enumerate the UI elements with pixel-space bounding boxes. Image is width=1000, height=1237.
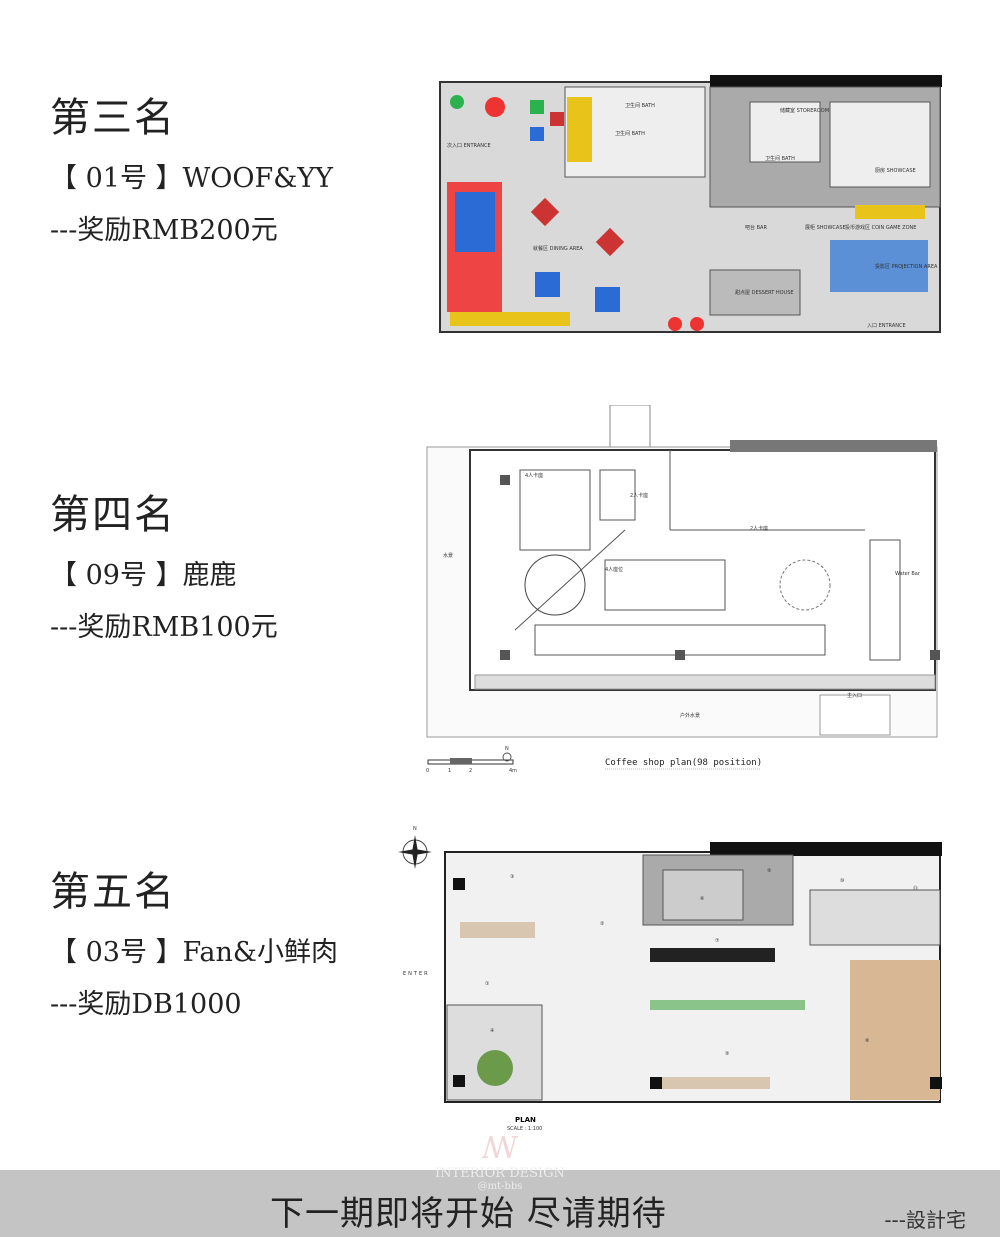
room-label: 主入口: [847, 692, 862, 699]
scale-tick: 2: [469, 768, 472, 774]
entry-id: 【 09号 】鹿鹿: [50, 560, 237, 591]
room-label: 吧台 BAR: [745, 224, 767, 231]
room-label: 卫生间 BATH: [615, 130, 645, 137]
entry-id: 【 01号 】WOOF&YY: [50, 163, 333, 194]
room-label: ⑪: [913, 885, 918, 892]
room-label: ④: [490, 1028, 495, 1034]
room-label: 卫生间 BATH: [765, 155, 795, 162]
svg-text:N: N: [413, 826, 417, 832]
footer-banner: 下一期即将开始 尽请期待 ---設計宅: [0, 1170, 1000, 1237]
room-label: 水景: [443, 552, 453, 559]
plan1-labels: 卫生间 BATH 卫生间 BATH 次入口 ENTRANCE 储藏室 STOREROO…: [447, 102, 938, 329]
room-label: 2人卡座: [750, 525, 768, 532]
rank-title: 第四名: [50, 492, 176, 538]
entry-reward: ---奖励RMB200元: [50, 215, 278, 246]
room-label: 入口 ENTRANCE: [867, 323, 906, 329]
plan-caption: Coffee shop plan(98 position): [605, 758, 762, 768]
watermark: ꟿ INTERIOR DESIGN @mt-bbs: [430, 1131, 570, 1193]
floor-plan-1: 卫生间 BATH 卫生间 BATH 次入口 ENTRANCE 储藏室 STOREROO…: [439, 75, 942, 333]
enter-label: ENTER: [403, 971, 430, 977]
room-label: 投影区 PROJECTION AREA: [875, 263, 938, 270]
north-label: N: [505, 746, 509, 752]
plan-scale: SCALE : 1:100: [507, 1126, 542, 1132]
room-label: 甜点屋 DESSERT HOUSE: [735, 289, 794, 296]
room-label: 户外水景: [680, 712, 700, 719]
plan-title: PLAN: [515, 1116, 536, 1124]
footer-message: 下一期即将开始 尽请期待: [270, 1194, 667, 1234]
room-label: 就餐区 DINING AREA: [533, 245, 583, 252]
room-label: 储藏室 STOREROOM: [780, 107, 829, 114]
room-label: 厨房 SHOWCASE: [875, 167, 916, 174]
room-label: ⑩: [840, 878, 845, 884]
entry-reward: ---奖励RMB100元: [50, 612, 278, 643]
rank-title: 第三名: [50, 95, 176, 141]
tables: [450, 95, 704, 331]
room-label: ⑥: [700, 896, 705, 902]
watermark-subtext: @mt-bbs: [477, 1181, 523, 1192]
entry-reward: ---奖励DB1000: [50, 989, 242, 1020]
footer-signature: ---設計宅: [884, 1208, 966, 1232]
watermark-logo-icon: ꟿ: [481, 1131, 519, 1166]
room-label: 次入口 ENTRANCE: [447, 142, 491, 149]
room-label: 2人卡座: [630, 492, 648, 499]
scale-tick: 1: [448, 768, 451, 774]
room-label: 4人卡座: [525, 472, 543, 479]
room-label: ⑧: [865, 1038, 870, 1044]
room-label: ②: [600, 921, 605, 927]
room-label: ⑦: [715, 938, 720, 944]
room-label: 卫生间 BATH: [625, 102, 655, 109]
room-label: 投币游戏区 COIN GAME ZONE: [845, 224, 916, 231]
room-label: ⑤: [725, 1051, 729, 1057]
watermark-text: INTERIOR DESIGN: [435, 1166, 565, 1181]
room-label: ⑨: [767, 868, 771, 874]
scale-bar: 0 1 2 4m N: [426, 746, 517, 774]
room-label: 展柜 SHOWCASE: [805, 224, 846, 231]
floor-plan-2: 0 1 2 4m N Coffee shop plan(98 position)…: [426, 405, 940, 774]
north-compass-icon: N: [398, 826, 432, 869]
scale-tick: 4m: [509, 768, 517, 774]
room-label: ③: [510, 874, 514, 880]
scale-tick: 0: [426, 768, 429, 774]
room-label: 4人座位: [605, 566, 623, 573]
north-arrow-icon: [502, 752, 512, 762]
room-label: Water Bar: [895, 571, 921, 577]
entry-id: 【 03号 】Fan&小鲜肉: [50, 937, 338, 968]
floor-plan-3: N ENTER PLAN SCALE : 1:100 ① ② ③ ④ ⑤ ⑥ ⑦ ⑧ ⑨ ⑩ ⑪: [398, 826, 942, 1132]
room-label: ①: [485, 981, 490, 987]
rank-title: 第五名: [50, 869, 176, 915]
